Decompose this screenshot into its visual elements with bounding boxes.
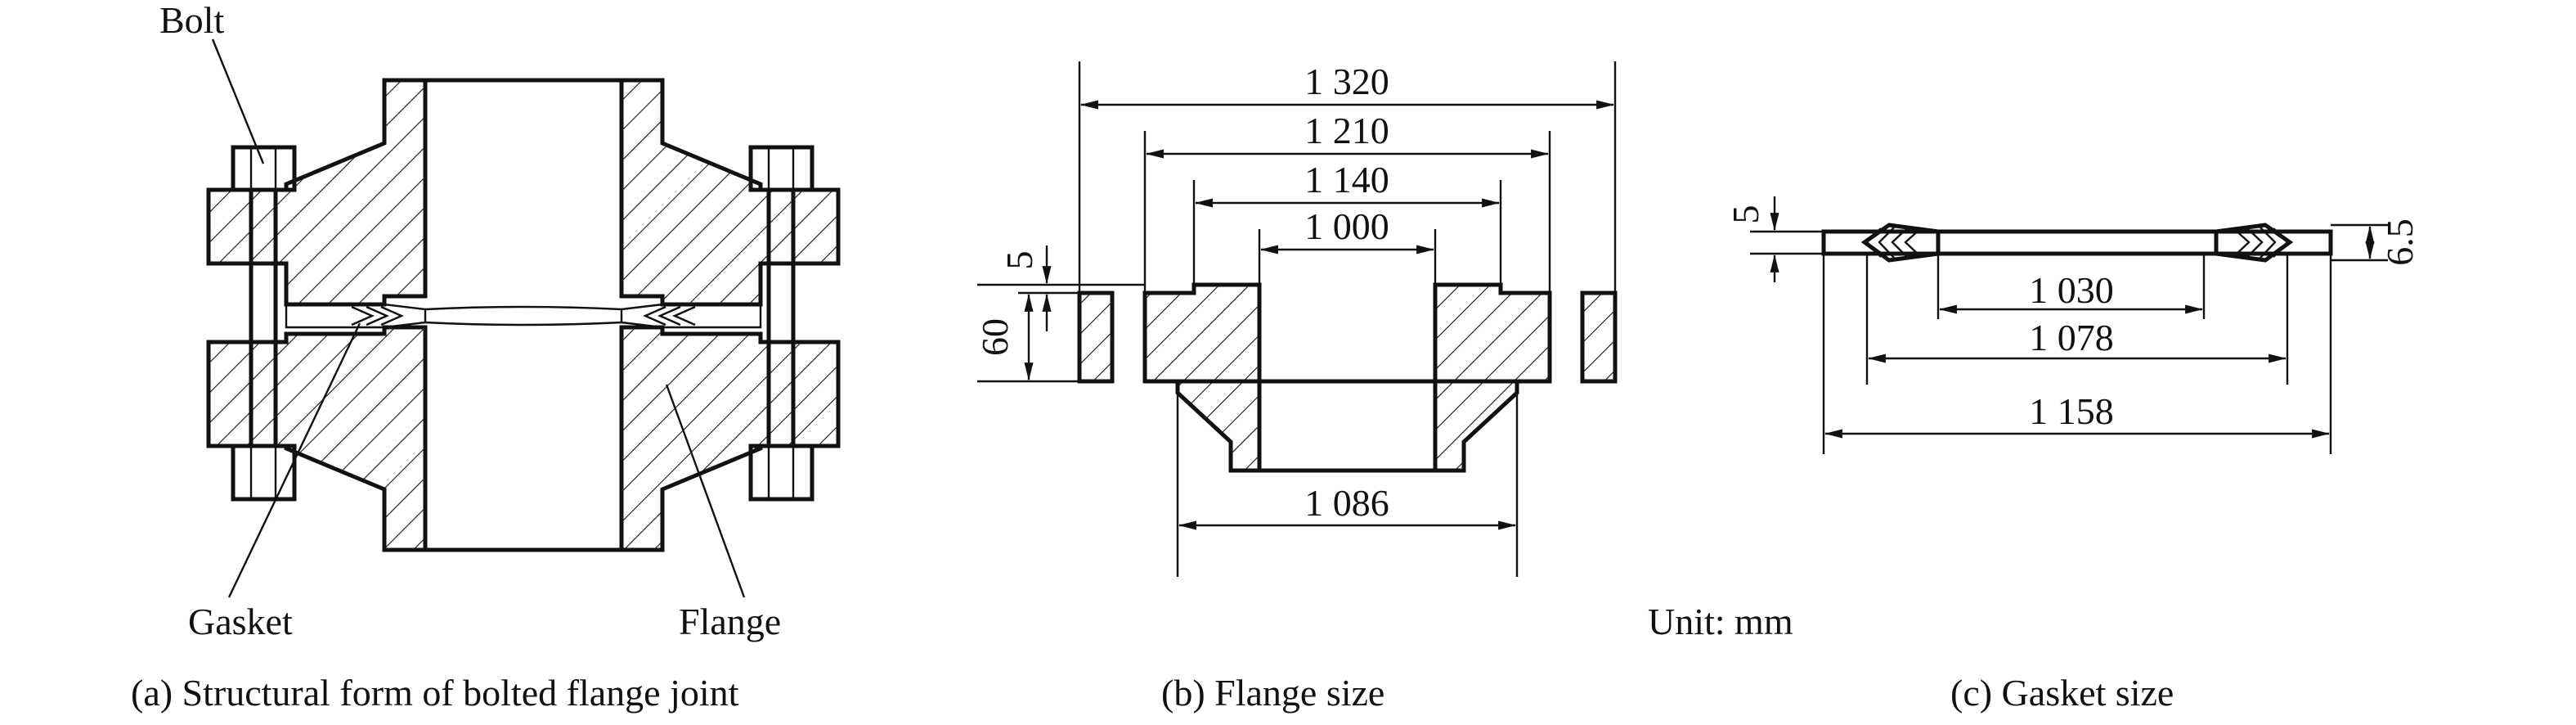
upper-flange-right <box>619 78 841 307</box>
dim-65-label: 6.5 <box>2379 218 2421 266</box>
dim-1000-label: 1 000 <box>1304 205 1389 247</box>
dim-1078-label: 1 078 <box>2029 317 2114 358</box>
flange-ring-right <box>1580 290 1618 384</box>
bolt-left <box>231 145 297 502</box>
gasket-center <box>424 305 622 326</box>
dim-60-label: 60 <box>974 318 1016 356</box>
bolt-leader <box>211 38 265 164</box>
caption-b: (b) Flange size <box>1161 672 1384 714</box>
caption-a: (a) Structural form of bolted flange joi… <box>131 672 739 714</box>
bolt-label: Bolt <box>159 0 224 41</box>
bolted-flange-joint-drawing: Bolt Gasket Flange <box>159 0 841 642</box>
gasket-label: Gasket <box>188 601 293 642</box>
flange-ring-left <box>1077 290 1115 384</box>
flange-leader <box>665 384 746 598</box>
dim-1158-label: 1 158 <box>2029 390 2114 432</box>
flange-body-left <box>1142 282 1262 473</box>
caption-c: (c) Gasket size <box>1950 672 2174 714</box>
gasket-winding-left <box>1860 223 1941 263</box>
gasket-leader <box>227 322 361 598</box>
dim-1140-label: 1 140 <box>1304 159 1389 200</box>
lower-flange-left <box>206 325 428 552</box>
flange-label: Flange <box>679 601 781 642</box>
dim-1030-label: 1 030 <box>2029 269 2114 311</box>
flange-body-right <box>1433 282 1552 473</box>
upper-flange-left <box>206 78 428 307</box>
dim-1086-label: 1 086 <box>1304 482 1389 524</box>
dim-5g-label: 5 <box>1725 205 1766 224</box>
gasket-size-drawing: 1 030 1 078 1 158 6.5 5 <box>1725 196 2421 454</box>
dim-1210-label: 1 210 <box>1304 110 1389 151</box>
flange-size-drawing: 1 320 1 210 1 140 1 000 1 086 60 5 <box>974 61 1618 577</box>
unit-label: Unit: mm <box>1648 601 1793 642</box>
dim-1320-label: 1 320 <box>1304 61 1389 102</box>
bolt-right <box>748 145 815 502</box>
lower-flange-right <box>619 325 841 552</box>
gasket-winding-right <box>2214 223 2294 263</box>
dim-5-label: 5 <box>999 251 1040 270</box>
